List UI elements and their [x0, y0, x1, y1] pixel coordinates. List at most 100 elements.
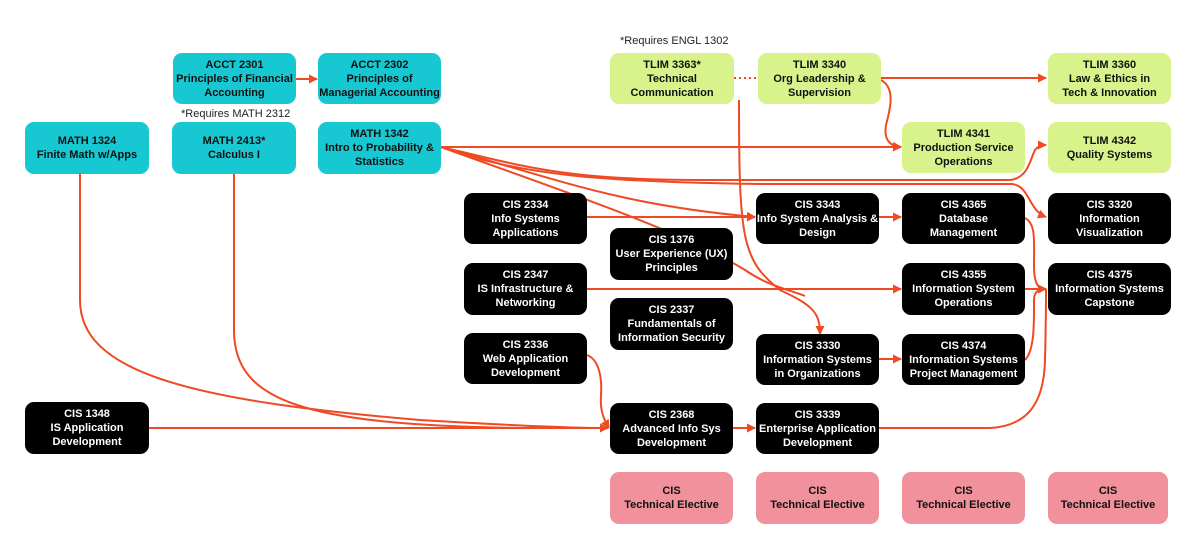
- course-title-line1: Calculus I: [208, 149, 260, 161]
- course-code: CIS 2337: [648, 304, 695, 316]
- arrow-cis3339-cis4375: [879, 288, 1047, 429]
- course-code: CIS 1348: [64, 408, 110, 420]
- course-title-line1: Web Application: [482, 352, 569, 365]
- course-title-line1: Info Systems: [491, 212, 560, 225]
- course-title-line2: Operations: [934, 155, 993, 168]
- course-code: MATH 1342: [350, 128, 409, 140]
- course-cis3339[interactable]: CIS 3339 Enterprise Application Developm…: [756, 403, 879, 454]
- arrow-math1342-cis3320: [440, 146, 1047, 219]
- course-math1324[interactable]: MATH 1324 Finite Math w/Apps: [25, 122, 149, 174]
- course-technical-elective-4[interactable]: CIS Technical Elective: [1048, 472, 1168, 524]
- course-code: CIS: [808, 485, 827, 497]
- arrow-tlim3340-tlim4341: [880, 79, 902, 151]
- arrow-math2413-cis2368: [233, 174, 608, 429]
- course-tlim3360[interactable]: TLIM 3360 Law & Ethics in Tech & Innovat…: [1048, 53, 1171, 104]
- course-title-line1: Information Systems: [1055, 283, 1164, 295]
- course-code: TLIM 3363*: [643, 58, 701, 71]
- course-tlim3363[interactable]: TLIM 3363* Technical Communication: [610, 53, 734, 104]
- course-title-line1: User Experience (UX): [615, 248, 728, 260]
- course-title-line1: IS Application: [50, 422, 124, 434]
- course-title-line1: Info System Analysis &: [756, 212, 879, 225]
- course-title-line1: Quality Systems: [1066, 148, 1153, 161]
- course-title-line1: Enterprise Application: [759, 422, 876, 435]
- requires-math-note: *Requires MATH 2312: [181, 108, 291, 120]
- course-title-line1: Information System: [912, 283, 1015, 295]
- course-code: CIS 1376: [648, 234, 695, 246]
- course-acct2302[interactable]: ACCT 2302 Principles of Managerial Accou…: [318, 53, 441, 104]
- course-code: MATH 1324: [57, 135, 117, 147]
- course-code: TLIM 4341: [936, 127, 991, 140]
- course-code: ACCT 2301: [205, 58, 264, 71]
- course-title-line2: Accounting: [204, 86, 265, 99]
- course-math1342[interactable]: MATH 1342 Intro to Probability & Statist…: [318, 122, 441, 174]
- course-cis4375[interactable]: CIS 4375 Information Systems Capstone: [1048, 263, 1171, 315]
- course-title-line1: Technical Elective: [1060, 499, 1156, 511]
- course-code: CIS: [1098, 485, 1118, 497]
- course-cis1376[interactable]: CIS 1376 User Experience (UX) Principles: [610, 228, 733, 280]
- course-title-line2: Applications: [492, 226, 559, 239]
- course-title-line1: Principles of: [346, 72, 413, 85]
- course-math2413[interactable]: MATH 2413* Calculus I: [172, 122, 296, 174]
- course-code: CIS 4375: [1086, 269, 1133, 281]
- arrow-math1342-tlim4342: [440, 140, 1047, 181]
- course-code: TLIM 3360: [1082, 58, 1137, 71]
- course-tlim4341[interactable]: TLIM 4341 Production Service Operations: [902, 122, 1025, 173]
- course-title-line2: Development: [782, 436, 853, 449]
- course-title-line2: Networking: [495, 297, 556, 309]
- course-title-line1: Org Leadership &: [773, 72, 866, 85]
- course-technical-elective-3[interactable]: CIS Technical Elective: [902, 472, 1025, 524]
- course-cis2336[interactable]: CIS 2336 Web Application Development: [464, 333, 587, 384]
- course-cis3343[interactable]: CIS 3343 Info System Analysis & Design: [756, 193, 879, 244]
- course-code: CIS 4374: [940, 339, 987, 352]
- course-cis3320[interactable]: CIS 3320 Information Visualization: [1048, 193, 1171, 244]
- course-code: CIS 3339: [794, 408, 841, 421]
- course-title-line2: Information Security: [618, 332, 725, 344]
- course-code: CIS 2347: [502, 269, 549, 281]
- course-tlim3340[interactable]: TLIM 3340 Org Leadership & Supervision: [758, 53, 881, 104]
- course-code: CIS 4355: [940, 269, 987, 281]
- course-title-line1: Technical: [647, 72, 697, 85]
- course-cis1348[interactable]: CIS 1348 IS Application Development: [25, 402, 149, 454]
- course-cis4355[interactable]: CIS 4355 Information System Operations: [902, 263, 1025, 315]
- course-title-line1: Advanced Info Sys: [622, 422, 721, 435]
- course-code: TLIM 4342: [1082, 134, 1137, 147]
- course-title-line1: Law & Ethics in: [1068, 72, 1151, 85]
- course-technical-elective-2[interactable]: CIS Technical Elective: [756, 472, 879, 524]
- course-title-line2: Development: [636, 436, 707, 449]
- course-title-line2: Project Management: [909, 367, 1018, 380]
- course-code: CIS 3320: [1086, 198, 1133, 211]
- course-title-line1: Principles of Financial: [176, 72, 293, 85]
- course-title-line1: Information: [1079, 212, 1140, 225]
- course-code: CIS: [662, 485, 681, 497]
- course-title-line1: Production Service: [913, 141, 1014, 154]
- course-title-line2: Visualization: [1075, 226, 1144, 239]
- course-cis2347[interactable]: CIS 2347 IS Infrastructure & Networking: [464, 263, 587, 315]
- course-title-line1: Finite Math w/Apps: [36, 149, 138, 161]
- course-title-line1: Information Systems: [909, 353, 1018, 366]
- course-code: CIS 2336: [502, 338, 549, 351]
- course-cis2368[interactable]: CIS 2368 Advanced Info Sys Development: [610, 403, 733, 454]
- course-title-line2: Tech & Innovation: [1062, 86, 1157, 99]
- course-cis3330[interactable]: CIS 3330 Information Systems in Organiza…: [756, 334, 879, 385]
- course-title-line1: Database: [939, 212, 988, 225]
- arrow-cis4365-cis4375: [1024, 217, 1047, 294]
- course-cis2337[interactable]: CIS 2337 Fundamentals of Information Sec…: [610, 298, 733, 350]
- course-title-line1: IS Infrastructure &: [477, 283, 574, 295]
- course-tlim4342[interactable]: TLIM 4342 Quality Systems: [1048, 122, 1171, 173]
- course-title-line2: Design: [799, 226, 836, 239]
- course-title-line2: Operations: [934, 297, 993, 309]
- course-acct2301[interactable]: ACCT 2301 Principles of Financial Accoun…: [173, 53, 296, 104]
- course-title-line2: Statistics: [355, 156, 404, 168]
- course-technical-elective-1[interactable]: CIS Technical Elective: [610, 472, 733, 524]
- course-title-line2: Capstone: [1084, 297, 1135, 309]
- course-cis4365[interactable]: CIS 4365 Database Management: [902, 193, 1025, 244]
- course-code: CIS 3330: [794, 339, 841, 352]
- course-cis2334[interactable]: CIS 2334 Info Systems Applications: [464, 193, 587, 244]
- course-title-line1: Technical Elective: [916, 499, 1011, 511]
- course-title-line1: Technical Elective: [624, 499, 719, 511]
- course-title-line2: in Organizations: [774, 367, 861, 380]
- course-title-line2: Supervision: [788, 86, 851, 99]
- course-cis4374[interactable]: CIS 4374 Information Systems Project Man…: [902, 334, 1025, 385]
